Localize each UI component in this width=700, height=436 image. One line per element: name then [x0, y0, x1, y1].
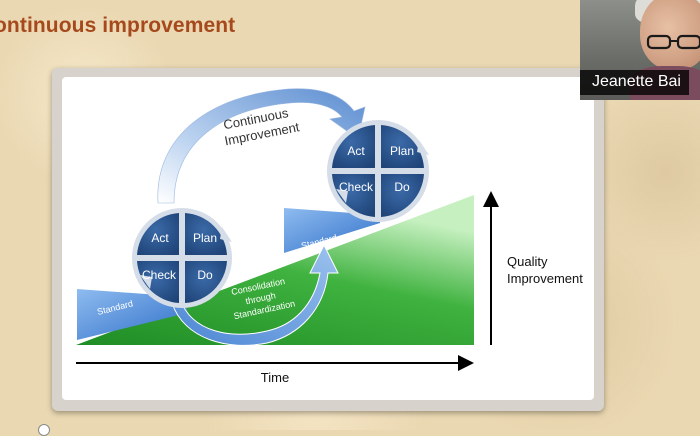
participant-name-tag: Jeanette Bai — [580, 70, 689, 95]
standard-wedge-upper — [284, 208, 380, 253]
pdca-do-upper: Do — [394, 180, 410, 194]
diagram-panel: Standard Standard Continuous Improvement… — [62, 77, 594, 400]
cursor-indicator — [38, 424, 50, 436]
pdca-act-upper: Act — [347, 144, 365, 158]
webcam-tile[interactable]: Jeanette Bai — [580, 0, 700, 100]
glasses-icon — [646, 34, 700, 50]
pdca-wheel-upper: Act Plan Check Do — [327, 120, 429, 222]
pdca-check-upper: Check — [339, 180, 374, 194]
pdca-do-lower: Do — [197, 268, 213, 282]
continuous-improvement-diagram: Standard Standard Continuous Improvement… — [76, 88, 583, 385]
pdca-wheel-lower: Act Plan Check Do — [132, 208, 232, 308]
slide-title: ontinuous improvement — [0, 14, 236, 37]
pdca-check-lower: Check — [142, 268, 177, 282]
pdca-plan-lower: Plan — [193, 231, 217, 245]
pdca-act-lower: Act — [151, 231, 169, 245]
time-axis-label: Time — [261, 370, 289, 385]
pdca-plan-upper: Plan — [390, 144, 414, 158]
quality-axis-label: Quality Improvement — [507, 254, 583, 286]
consolidation-arrow — [171, 243, 339, 346]
slide-frame: Standard Standard Continuous Improvement… — [52, 68, 604, 411]
